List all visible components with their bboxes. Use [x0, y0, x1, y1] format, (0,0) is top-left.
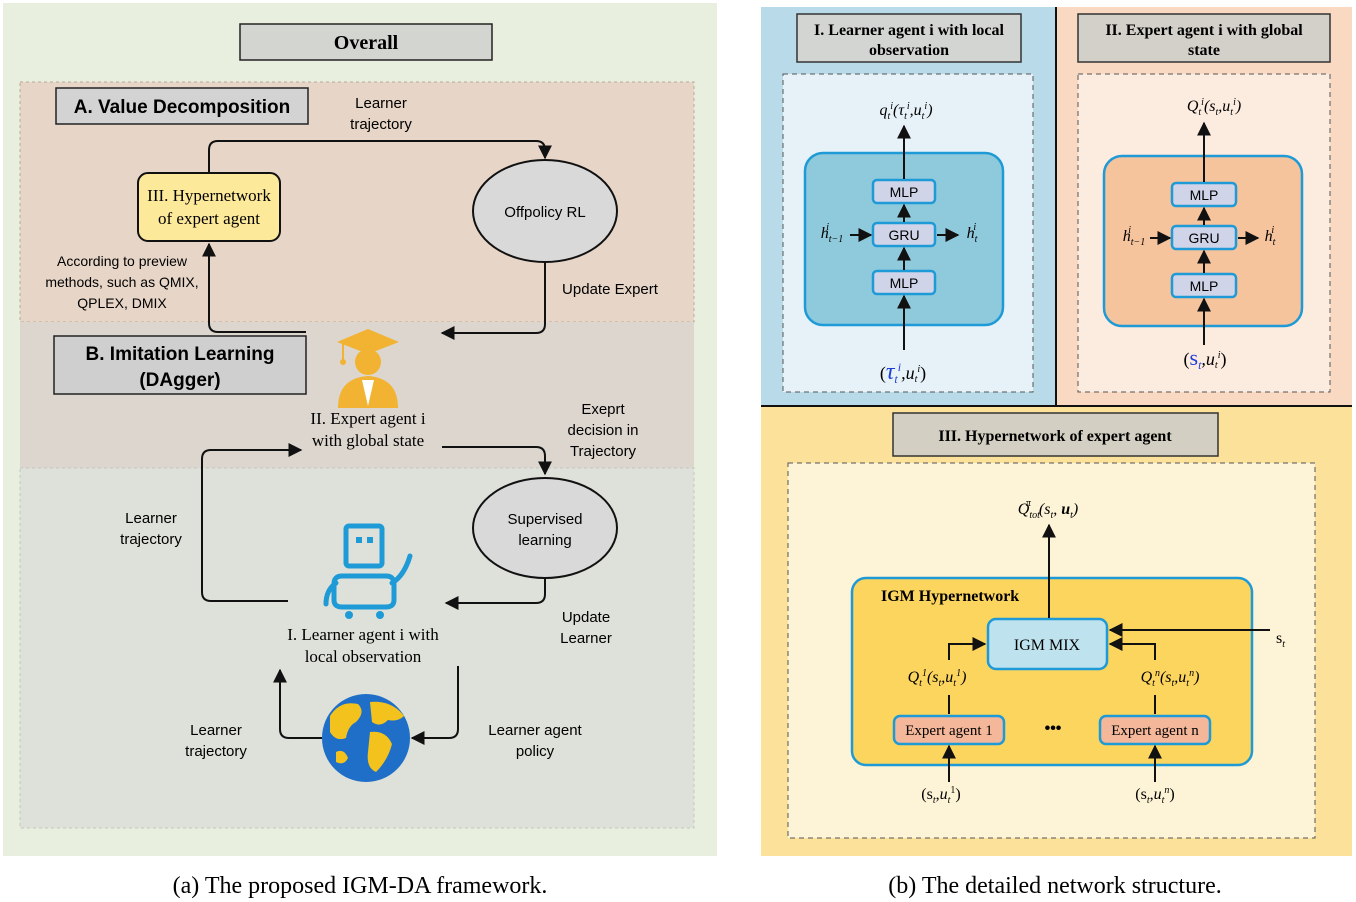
learner-panel-title-line2: observation [869, 42, 949, 59]
learner-trajectory-mid-arrow [201, 443, 303, 602]
section-b-label-line2: (DAgger) [139, 370, 220, 391]
supervised-learning-node [472, 477, 618, 579]
expert-agent-icon [337, 329, 399, 408]
learner-agent-icon [323, 523, 413, 619]
learner-input: (τti,uti) [880, 359, 926, 386]
overall-title-box [239, 23, 493, 61]
learner-mlp-top [871, 178, 937, 205]
supervised-learning-label-line1: Supervised [507, 511, 582, 528]
update-learner-arrow [444, 578, 546, 610]
supervised-learning-label-line2: learning [518, 532, 571, 549]
globe-icon [322, 694, 410, 782]
learner-policy-arrow [410, 666, 459, 745]
expert-panel-title-line1: II. Expert agent i with global [1105, 22, 1303, 39]
hypernetwork-internals: IGM MIX Expert agent 1 Expert agent n ••… [892, 498, 1285, 806]
expert-1-input-label: (st,ut1) [921, 785, 960, 806]
according-label-line2: methods, such as QMIX, [45, 274, 198, 290]
learner-trajectory-top-label-line2: trajectory [350, 116, 412, 133]
update-learner-label-line1: Update [562, 609, 610, 626]
learner-trajectory-bottom-label-line1: Learner [190, 722, 242, 739]
learner-gru [871, 221, 937, 248]
expert-gru [1170, 224, 1238, 251]
igm-hypernetwork-label: IGM Hypernetwork [881, 588, 1019, 605]
section-b-label-box [53, 335, 307, 395]
learner-mlp-top-label: MLP [890, 184, 919, 200]
expert-agent-label-line2: with global state [312, 431, 424, 450]
expert-agent-n-box [1098, 714, 1212, 746]
expert-input: (st,uti) [1184, 345, 1227, 372]
hypernetwork-panel-title-box [892, 412, 1219, 457]
caption-a: (a) The proposed IGM-DA framework. [173, 873, 548, 899]
learner-trajectory-top-arrow [208, 140, 552, 173]
learner-network: MLP GRU MLP qti(τti,uti) ht−1i hti (τti,… [821, 101, 978, 386]
learner-policy-label-line1: Learner agent [488, 722, 582, 739]
expert-n-to-mix-arrow [1108, 637, 1156, 660]
learner-h-current: hti [967, 222, 978, 245]
hypernetwork-box [137, 172, 281, 242]
expert-q-output: Qti(st,uti) [1187, 97, 1241, 118]
expert-agent-n-label: Expert agent n [1111, 723, 1199, 739]
update-learner-label-line2: Learner [560, 630, 612, 647]
expert-agent-label-line1: II. Expert agent i [310, 409, 425, 428]
expert-mlp-bottom [1170, 272, 1238, 299]
learner-trajectory-bottom-label-line2: trajectory [185, 743, 247, 760]
expert-decision-label-line3: Trajectory [570, 443, 637, 460]
learner-panel-title-box [796, 13, 1022, 63]
according-label-line3: QPLEX, DMIX [77, 295, 167, 311]
expert-panel-title-box [1077, 13, 1331, 63]
learner-trajectory-mid-label-line2: trajectory [120, 531, 182, 548]
section-b-label-line1: B. Imitation Learning [86, 344, 275, 365]
expert-mlp-top [1170, 181, 1238, 208]
learner-agent-label-line2: local observation [305, 647, 422, 666]
state-label: st [1276, 630, 1285, 650]
expert-h-current: hti [1265, 225, 1276, 248]
expert-panel-title-line2: state [1188, 42, 1220, 59]
learner-trajectory-bottom-arrow [273, 668, 322, 739]
igm-mix-label: IGM MIX [1014, 637, 1081, 654]
ellipsis: ••• [1045, 720, 1062, 737]
hypernetwork-panel-title: III. Hypernetwork of expert agent [938, 428, 1172, 445]
expert-network: MLP GRU MLP Qti(st,uti) ht−1i hti (st,ut… [1123, 97, 1276, 372]
learner-trajectory-top-label-line1: Learner [355, 95, 407, 112]
expert-1-q-label: Qt1(st,ut1) [908, 668, 967, 689]
learner-agent-label-line1: I. Learner agent i with [287, 625, 439, 644]
overall-panel: Overall A. Value Decomposition B. Imitat… [3, 3, 717, 856]
according-label-line1: According to preview [57, 253, 188, 269]
learner-gru-label: GRU [888, 227, 919, 243]
learner-trajectory-mid-label-line1: Learner [125, 510, 177, 527]
expert-mlp-top-label: MLP [1190, 187, 1219, 203]
expert-decision-label-line2: decision in [568, 422, 639, 439]
update-expert-label: Update Expert [562, 281, 659, 298]
according-arrow [202, 242, 306, 333]
igm-mix-box [986, 617, 1109, 671]
section-a-label-box [55, 87, 309, 125]
learner-mlp-bottom [871, 269, 937, 296]
expert-mlp-bottom-label: MLP [1190, 278, 1219, 294]
expert-1-to-mix-arrow [948, 637, 987, 660]
hypernetwork-label-line2: of expert agent [158, 209, 260, 228]
caption-b: (b) The detailed network structure. [888, 873, 1221, 899]
expert-gru-label: GRU [1188, 230, 1219, 246]
overall-title: Overall [334, 32, 399, 54]
offpolicy-rl-label: Offpolicy RL [504, 204, 585, 221]
expert-decision-arrow [442, 446, 552, 476]
learner-mlp-bottom-label: MLP [890, 275, 919, 291]
learner-policy-label-line2: policy [516, 743, 555, 760]
expert-agent-1-box [892, 714, 1006, 746]
learner-q-output: qti(τti,uti) [879, 101, 932, 122]
expert-agent-1-label: Expert agent 1 [905, 723, 992, 739]
update-expert-arrow [440, 262, 546, 340]
learner-panel-title-line1: I. Learner agent i with local [814, 22, 1004, 39]
hypernetwork-label-line1: III. Hypernetwork [147, 186, 271, 205]
qtot-output-label: Qtotπ(st, ut) [1018, 498, 1079, 521]
section-a-label: A. Value Decomposition [74, 97, 290, 118]
expert-n-input-label: (st,utn) [1135, 785, 1174, 806]
expert-decision-label-line1: Exeprt [581, 401, 625, 418]
